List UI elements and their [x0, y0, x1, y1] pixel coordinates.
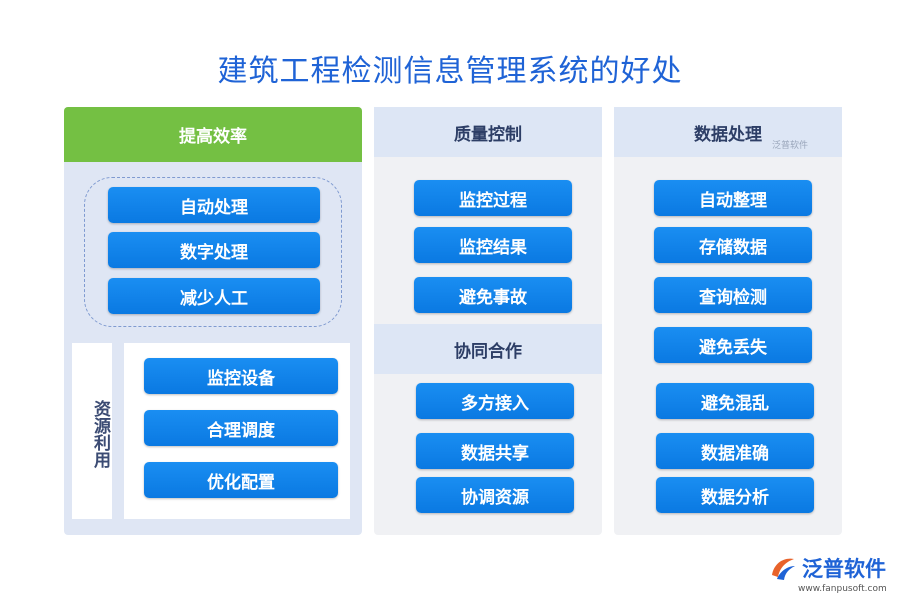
collab-item-access: 多方接入: [416, 383, 574, 419]
data-panel: 数据处理 泛普软件 自动整理 存储数据 查询检测 避免丢失 避免混乱 数据准确 …: [614, 107, 842, 535]
data-header: 数据处理: [614, 107, 842, 157]
data-item-analysis: 数据分析: [656, 477, 814, 513]
collab-header: 协同合作: [374, 324, 602, 374]
efficiency-item-auto: 自动处理: [108, 187, 320, 223]
efficiency-item-reduce: 减少人工: [108, 278, 320, 314]
logo-name: 泛普软件: [802, 557, 886, 581]
data-item-accurate: 数据准确: [656, 433, 814, 469]
collab-item-coordinate: 协调资源: [416, 477, 574, 513]
quality-item-process: 监控过程: [414, 180, 572, 216]
data-item-chaos: 避免混乱: [656, 383, 814, 419]
logo-url: www.fanpusoft.com: [798, 584, 887, 594]
efficiency-item-digital: 数字处理: [108, 232, 320, 268]
resources-label-box: 资源利用: [72, 343, 112, 519]
data-item-query: 查询检测: [654, 277, 812, 313]
resources-item-optimize: 优化配置: [144, 462, 338, 498]
data-item-organize: 自动整理: [654, 180, 812, 216]
page-title: 建筑工程检测信息管理系统的好处: [217, 54, 683, 89]
data-item-store: 存储数据: [654, 227, 812, 263]
resources-item-schedule: 合理调度: [144, 410, 338, 446]
efficiency-header: 提高效率: [64, 107, 362, 162]
efficiency-panel: 提高效率 自动处理 数字处理 减少人工 资源利用 监控设备 合理调度 优化配置: [64, 107, 362, 535]
quality-item-accident: 避免事故: [414, 277, 572, 313]
data-item-loss: 避免丢失: [654, 327, 812, 363]
quality-panel: 质量控制 监控过程 监控结果 避免事故 协同合作 多方接入 数据共享 协调资源: [374, 107, 602, 535]
efficiency-group: [84, 177, 342, 327]
brand-logo: 泛普软件: [768, 553, 886, 583]
resources-label: 资源利用: [90, 400, 110, 468]
quality-header: 质量控制: [374, 107, 602, 157]
collab-item-share: 数据共享: [416, 433, 574, 469]
watermark: 泛普软件: [772, 141, 809, 151]
logo-icon: [772, 558, 795, 580]
quality-item-result: 监控结果: [414, 227, 572, 263]
resources-item-monitor: 监控设备: [144, 358, 338, 394]
